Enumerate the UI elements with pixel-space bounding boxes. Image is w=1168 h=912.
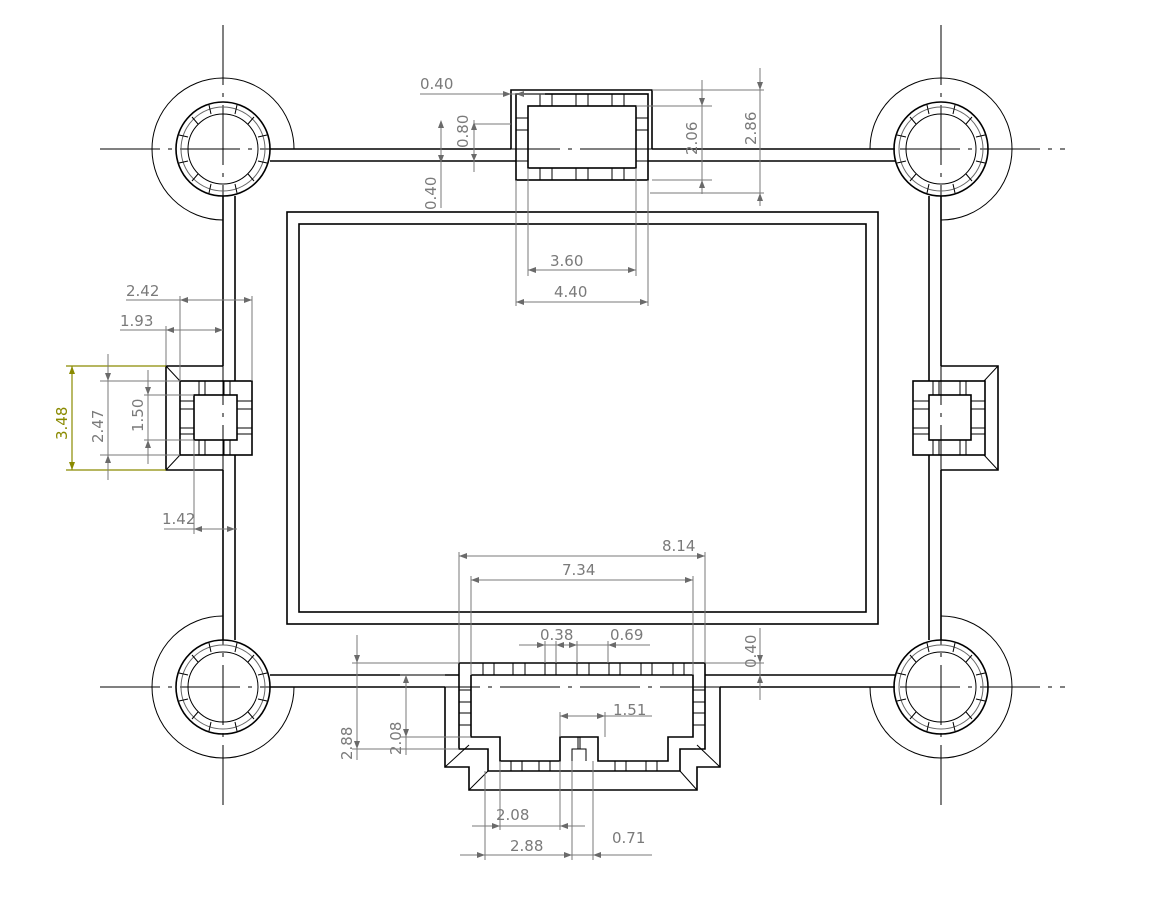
dim-top-outer-width: 4.40 [554,283,587,301]
dim-top-outer-height: 2.86 [742,112,760,145]
dim-left-room-height: 1.50 [129,399,147,432]
dimensions-top-bastion: 0.40 0.80 0.40 2.06 2.86 3.60 4.40 [420,68,764,306]
inner-courtyard [286,211,879,625]
tower-bottom-right [869,615,1013,759]
top-bastion [510,89,653,181]
dim-gate-overall-depth: 2.88 [338,727,356,760]
dim-gate-inner-depth: 2.08 [387,722,405,755]
dim-left-body-height: 2.47 [89,410,107,443]
dim-gate-merlon-gap: 0.69 [610,626,643,644]
dim-gate-outer-width: 8.14 [662,537,695,555]
dim-top-wall-gap: 0.80 [454,115,472,148]
dim-gate-step-offset: 0.71 [612,829,645,847]
dim-gate-merlon-width: 0.38 [540,626,573,644]
dim-gate-step-inner: 2.08 [496,806,529,824]
dim-top-inner-height: 2.06 [683,122,701,155]
dim-left-room-offset: 1.42 [162,510,195,528]
dim-gate-inner-width: 7.34 [562,561,595,579]
dim-gate-notch-width: 1.51 [613,701,646,719]
dim-gate-step-outer: 2.88 [510,837,543,855]
bottom-gatehouse [444,662,721,791]
curtain-walls [222,148,942,688]
dim-left-outer-depth: 2.42 [126,282,159,300]
dim-top-edge-offset: 0.40 [420,75,453,93]
dimensions-bottom-gatehouse: 8.14 7.34 0.38 0.69 0.40 1.51 2 [338,537,764,860]
dim-left-inner-depth: 1.93 [120,312,153,330]
tower-top-left [151,77,295,221]
tower-bottom-left [151,615,295,759]
tower-top-right [869,77,1013,221]
centerlines [100,25,1065,810]
dimensions-left-bastion: 2.42 1.93 3.48 2.47 1.50 1.42 [53,282,253,534]
dim-gate-wall-offset: 0.40 [742,635,760,668]
dim-top-wall-thickness: 0.40 [422,177,440,210]
dim-top-inner-width: 3.60 [550,252,583,270]
left-bastion [165,365,253,471]
right-bastion [912,365,999,471]
dim-left-overall-height: 3.48 [53,407,71,440]
